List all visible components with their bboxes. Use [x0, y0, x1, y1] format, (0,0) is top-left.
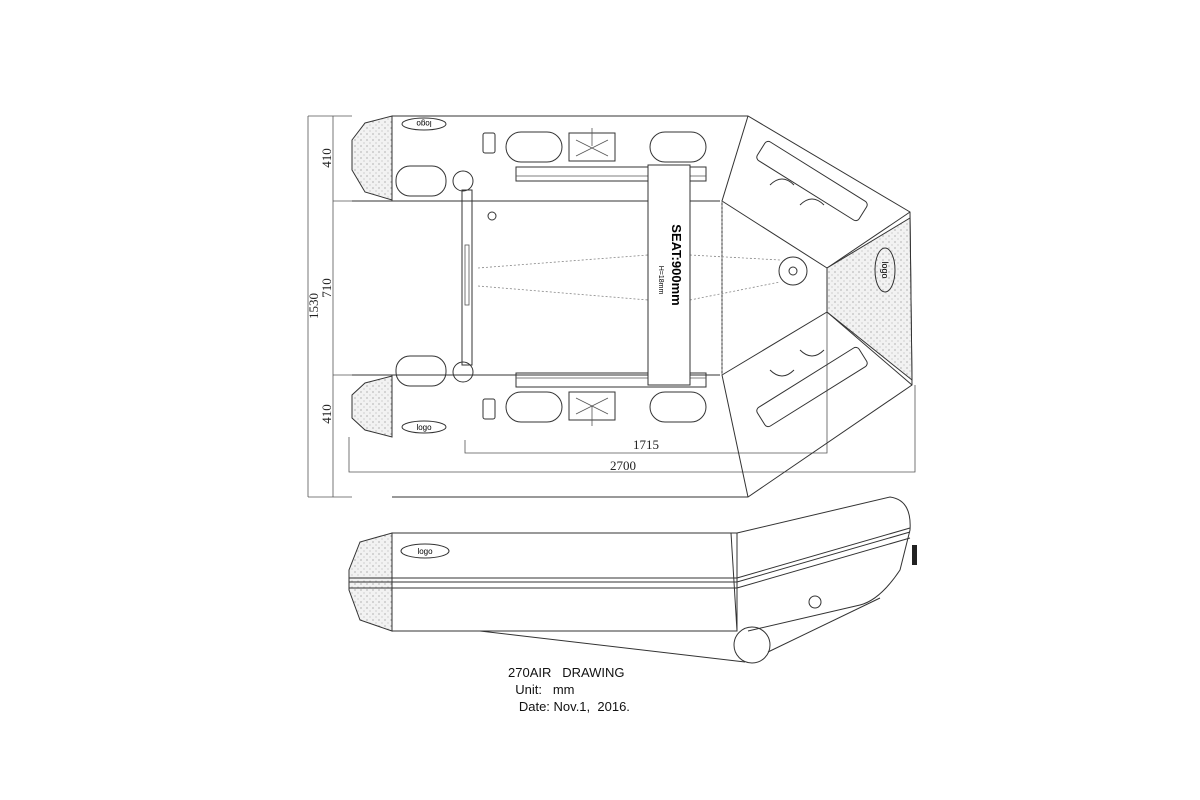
bow-logo: [874, 247, 896, 293]
side-view: logo: [348, 496, 917, 664]
dim-1715: 1715: [633, 437, 659, 452]
bow-cone: [826, 217, 913, 382]
dim-710: 710: [319, 278, 334, 298]
logo-bottom-text: logo: [416, 423, 432, 432]
drain-valve: [778, 256, 808, 286]
dim-410-bottom: 410: [319, 404, 334, 424]
title-block: 270AIR DRAWING Unit: mm Date: Nov.1, 201…: [508, 664, 630, 715]
top-view: 1530 410 710 410 1715 2700 logo logo log…: [306, 115, 916, 498]
transom: [461, 189, 473, 366]
stern-cone-top: [351, 115, 393, 201]
side-logo-text: logo: [417, 547, 433, 556]
unit-label: Unit:: [515, 682, 542, 697]
bow-logo-text: logo: [880, 261, 890, 278]
dim-2700: 2700: [610, 458, 636, 473]
seat-label: SEAT:900mm: [669, 224, 684, 305]
dim-410-top: 410: [319, 148, 334, 168]
dim-1530: 1530: [306, 293, 321, 319]
seat: [647, 164, 691, 386]
drawing-title: 270AIR DRAWING: [508, 665, 625, 680]
logo-top: [401, 117, 447, 131]
logo-bottom: [401, 420, 447, 434]
towing-ring: [912, 545, 917, 565]
side-logo: [400, 543, 450, 559]
stern-cone-bottom: [351, 375, 393, 438]
unit-value: mm: [552, 682, 575, 697]
date-label: Date:: [518, 699, 550, 714]
date-value: Nov.1, 2016.: [553, 699, 630, 714]
logo-top-text: logo: [416, 119, 432, 128]
dimension-lines: [307, 115, 916, 498]
seat-height-label: H=18mm: [657, 266, 664, 295]
keel-roll: [733, 626, 771, 664]
